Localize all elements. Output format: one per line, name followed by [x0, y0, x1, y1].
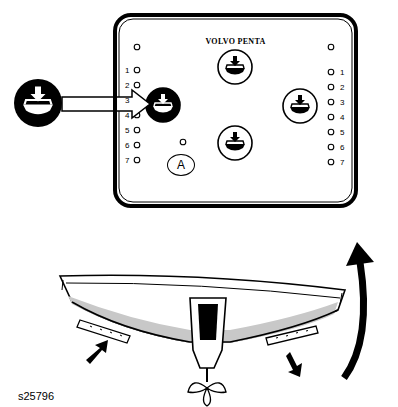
- scale-number: 7: [125, 156, 129, 165]
- scale-number: 4: [340, 113, 344, 122]
- figure-code: s25796: [18, 390, 54, 402]
- pointer-arrow: [62, 90, 150, 118]
- auto-button: A: [167, 154, 195, 176]
- stern-drive: [188, 298, 226, 406]
- scale-number: 6: [340, 143, 344, 152]
- scale-number: 1: [125, 66, 129, 75]
- control-panel: VOLVO PENTA A: [113, 13, 358, 208]
- motion-arrow: [86, 242, 374, 378]
- panel-inner-line: [119, 19, 352, 202]
- scale-number: 1: [340, 68, 344, 77]
- scale-number: 4: [125, 111, 129, 120]
- trim-button: [146, 50, 317, 160]
- scale-number: 2: [125, 81, 129, 90]
- scale-number: 3: [125, 96, 129, 105]
- led-column: [134, 44, 334, 165]
- scale-number: 2: [340, 83, 344, 92]
- brand-text: VOLVO PENTA: [205, 38, 265, 46]
- scale-number: 6: [125, 141, 129, 150]
- scale-number: 5: [340, 128, 344, 137]
- scale-number: 3: [340, 98, 344, 107]
- scale-number: 7: [340, 158, 344, 167]
- scale-number: 5: [125, 126, 129, 135]
- callout-symbol: [14, 79, 62, 127]
- button-letter: A: [177, 159, 185, 171]
